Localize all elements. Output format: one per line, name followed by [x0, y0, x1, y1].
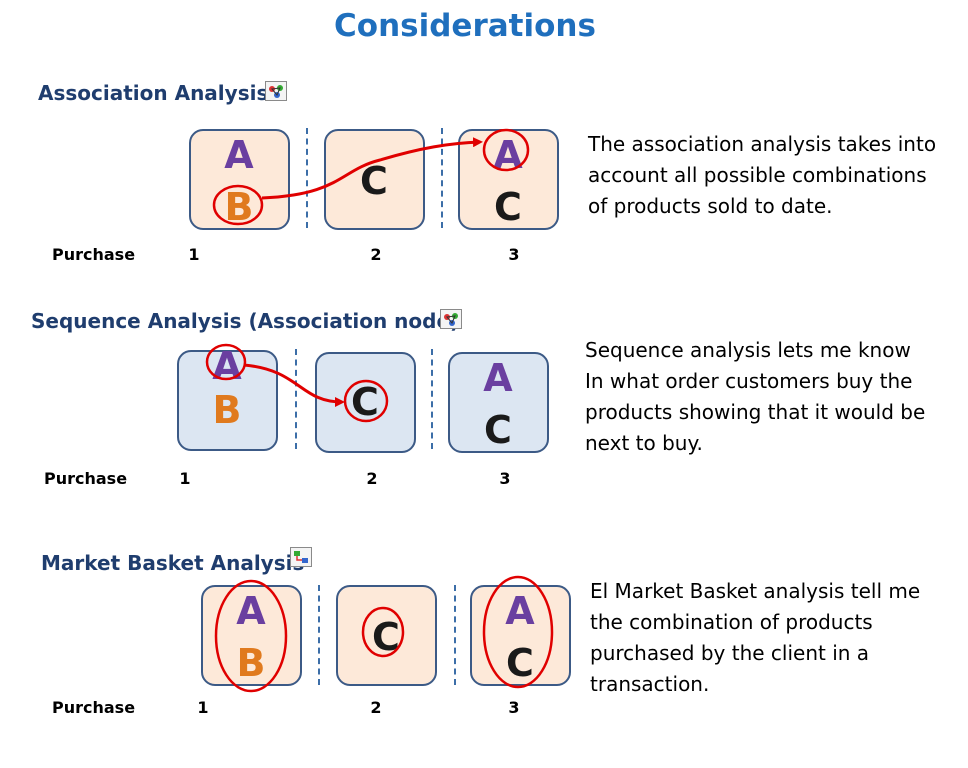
highlight-ellipse: [205, 343, 247, 381]
product-letter: A: [224, 133, 254, 177]
divider: [454, 585, 456, 685]
product-letter: B: [236, 641, 266, 685]
purchase-box-1: A B: [201, 585, 302, 686]
purchase-box-3: A C: [470, 585, 571, 686]
node-tool-icon: [440, 309, 462, 329]
highlight-ellipse: [212, 184, 264, 226]
product-letter: A: [236, 589, 266, 633]
purchase-number: 3: [499, 469, 511, 488]
node-tool-icon: [265, 81, 287, 101]
highlight-ellipse: [343, 379, 389, 423]
purchase-number: 2: [370, 245, 382, 264]
purchase-label: Purchase: [52, 245, 136, 264]
purchase-number: 1: [197, 698, 209, 717]
divider: [431, 349, 433, 449]
section-description: The association analysis takes into acco…: [588, 132, 937, 218]
section-heading: Sequence Analysis (Association node): [31, 309, 460, 333]
purchase-number: 2: [370, 698, 382, 717]
section-heading: Market Basket Analysis: [41, 551, 305, 575]
highlight-ellipse: [361, 606, 405, 658]
purchase-label: Purchase: [44, 469, 128, 488]
product-letter: A: [505, 589, 535, 633]
product-letter: B: [224, 185, 254, 229]
highlight-ellipse: [214, 579, 288, 693]
product-letter: C: [506, 641, 534, 685]
page-title: Considerations: [334, 8, 596, 44]
purchase-box-3: A C: [448, 352, 549, 453]
purchase-box-1: A B: [189, 129, 290, 230]
purchase-number: 1: [179, 469, 191, 488]
purchase-number: 3: [508, 245, 520, 264]
product-letter: C: [484, 408, 512, 452]
arrow: [261, 137, 483, 200]
purchase-number: 2: [366, 469, 378, 488]
section-heading: Association Analysis: [38, 81, 269, 105]
divider: [441, 128, 443, 228]
highlight-ellipse: [482, 575, 554, 689]
section-description: El Market Basket analysis tell me the co…: [590, 579, 921, 696]
purchase-label: Purchase: [52, 698, 136, 717]
purchase-number: 3: [508, 698, 520, 717]
product-letter: B: [212, 388, 242, 432]
product-letter: C: [360, 159, 388, 203]
arrow: [243, 363, 345, 407]
divider: [318, 585, 320, 685]
divider: [306, 128, 308, 228]
product-letter: A: [483, 356, 513, 400]
highlight-ellipse: [482, 128, 530, 172]
divider: [295, 349, 297, 449]
purchase-box-2: C: [336, 585, 437, 686]
node-tool-icon: [290, 547, 312, 567]
product-letter: C: [351, 380, 379, 424]
section-description: Sequence analysis lets me know In what o…: [585, 338, 926, 455]
product-letter: C: [494, 185, 522, 229]
purchase-number: 1: [188, 245, 200, 264]
